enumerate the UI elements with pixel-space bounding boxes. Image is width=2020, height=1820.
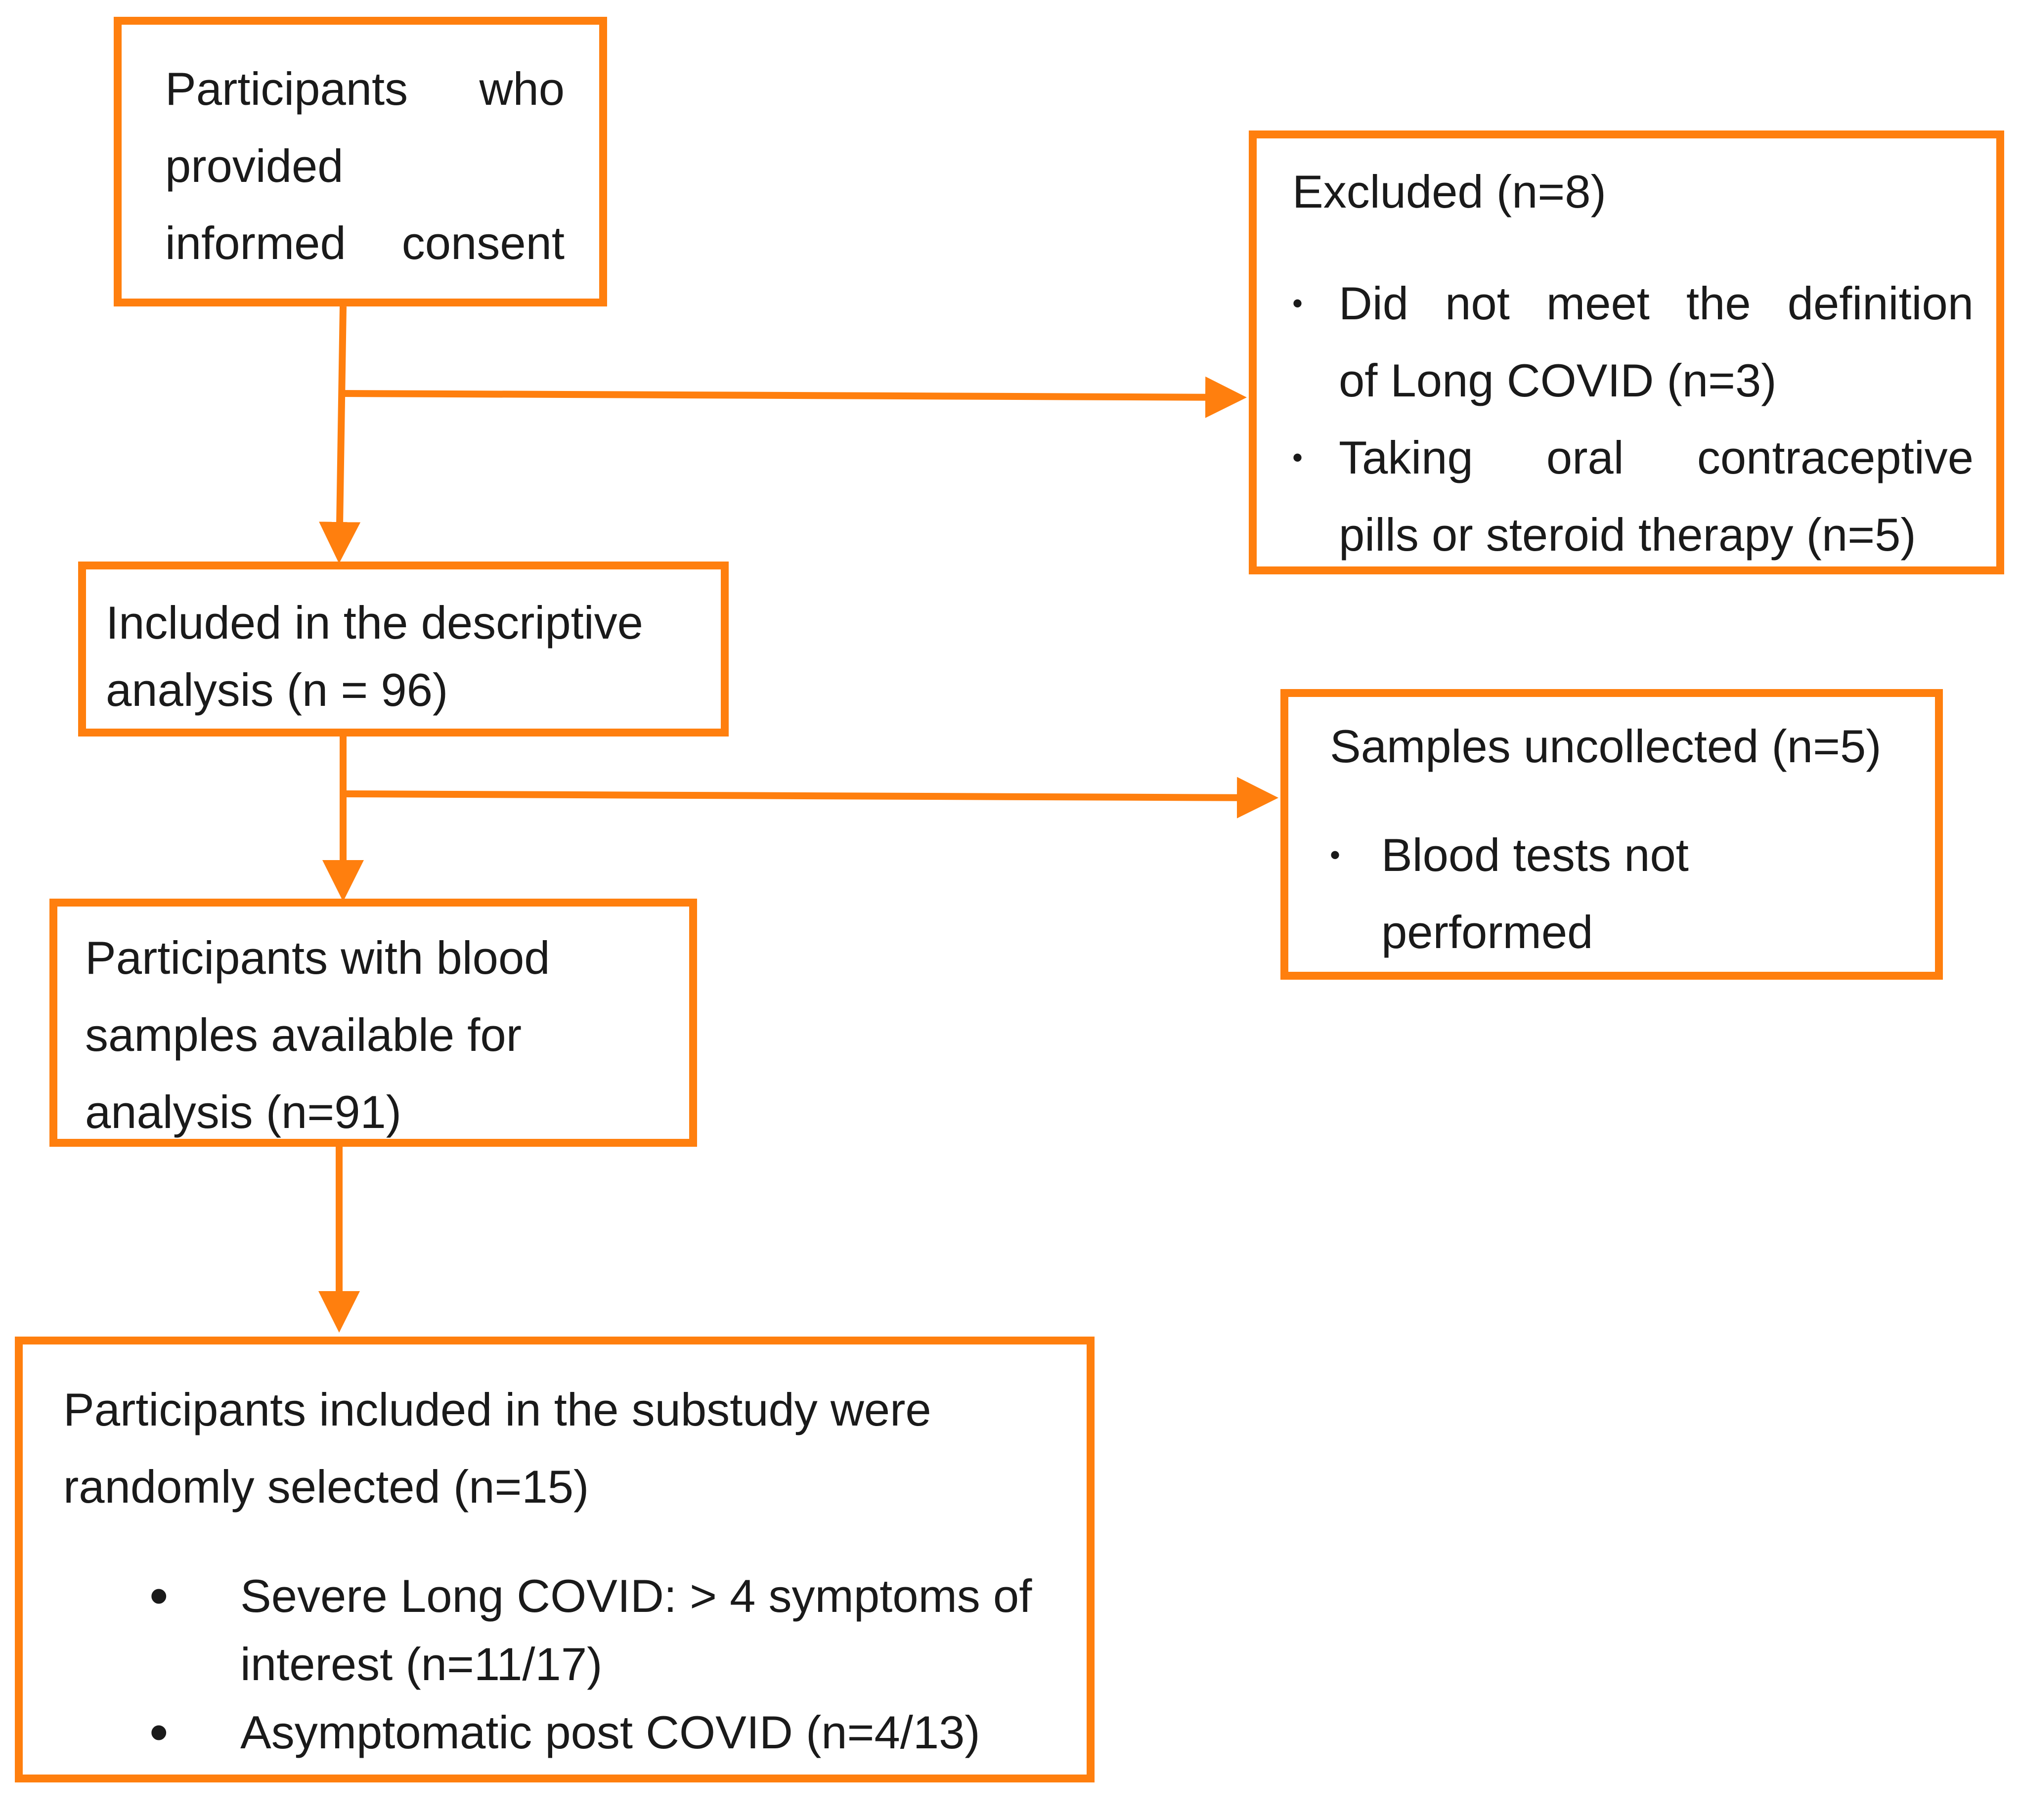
consent-box: Participants who provided informed conse… — [114, 17, 607, 306]
blood-line-1: Participants with blood — [85, 932, 550, 984]
consent-line-3: informed consent — [165, 217, 565, 269]
uncollected-title: Samples uncollected (n=5) — [1330, 720, 1882, 772]
excluded-item-line-2: of Long COVID (n=3) — [1339, 354, 1777, 406]
bullet-icon: • — [149, 1702, 169, 1763]
bullet-icon: • — [1292, 287, 1303, 320]
arrow-to-excluded — [341, 376, 1247, 418]
uncollected-item: • Blood tests not performed — [1330, 817, 1915, 971]
arrow-to-uncollected — [343, 777, 1278, 819]
substudy-line-2: randomly selected (n=15) — [63, 1461, 589, 1513]
substudy-box: Participants included in the substudy we… — [15, 1337, 1095, 1782]
excluded-item: • Did not meet the definition of Long CO… — [1292, 265, 1974, 419]
excluded-box: Excluded (n=8) • Did not meet the defini… — [1249, 130, 2004, 574]
excluded-item-line-1: Did not meet the definition — [1339, 277, 1974, 329]
blood-line-3: analysis (n=91) — [85, 1086, 402, 1138]
descriptive-line-2: analysis (n = 96) — [106, 664, 448, 716]
consent-line-1: Participants who — [165, 63, 565, 115]
bullet-icon: • — [149, 1565, 169, 1626]
uncollected-item-line-1: Blood tests not — [1381, 829, 1689, 881]
substudy-item: • Asymptomatic post COVID (n=4/13) — [63, 1698, 1067, 1767]
descriptive-box: Included in the descriptive analysis (n … — [78, 562, 729, 737]
substudy-line-1: Participants included in the substudy we… — [63, 1384, 931, 1435]
arrow-consent-to-descriptive — [319, 306, 361, 563]
uncollected-item-line-2: performed — [1381, 906, 1593, 958]
substudy-item: • Severe Long COVID: > 4 symptoms of int… — [63, 1562, 1067, 1698]
excluded-title: Excluded (n=8) — [1292, 166, 1606, 217]
descriptive-line-1: Included in the descriptive — [106, 597, 643, 649]
substudy-item-line-2: interest (n=11/17) — [240, 1638, 603, 1690]
excluded-item-line-2: pills or steroid therapy (n=5) — [1339, 509, 1916, 561]
substudy-item-line-1: Asymptomatic post COVID (n=4/13) — [240, 1706, 980, 1758]
substudy-item-line-1: Severe Long COVID: > 4 symptoms of — [240, 1570, 1032, 1622]
uncollected-box: Samples uncollected (n=5) • Blood tests … — [1280, 689, 1943, 980]
bullet-icon: • — [1330, 838, 1341, 871]
blood-line-2: samples available for — [85, 1009, 522, 1061]
excluded-item: • Taking oral contraceptive pills or ste… — [1292, 419, 1974, 573]
consent-line-2: provided — [165, 140, 344, 192]
blood-samples-box: Participants with blood samples availabl… — [49, 899, 697, 1147]
excluded-item-line-1: Taking oral contraceptive — [1339, 432, 1974, 483]
bullet-icon: • — [1292, 441, 1303, 474]
